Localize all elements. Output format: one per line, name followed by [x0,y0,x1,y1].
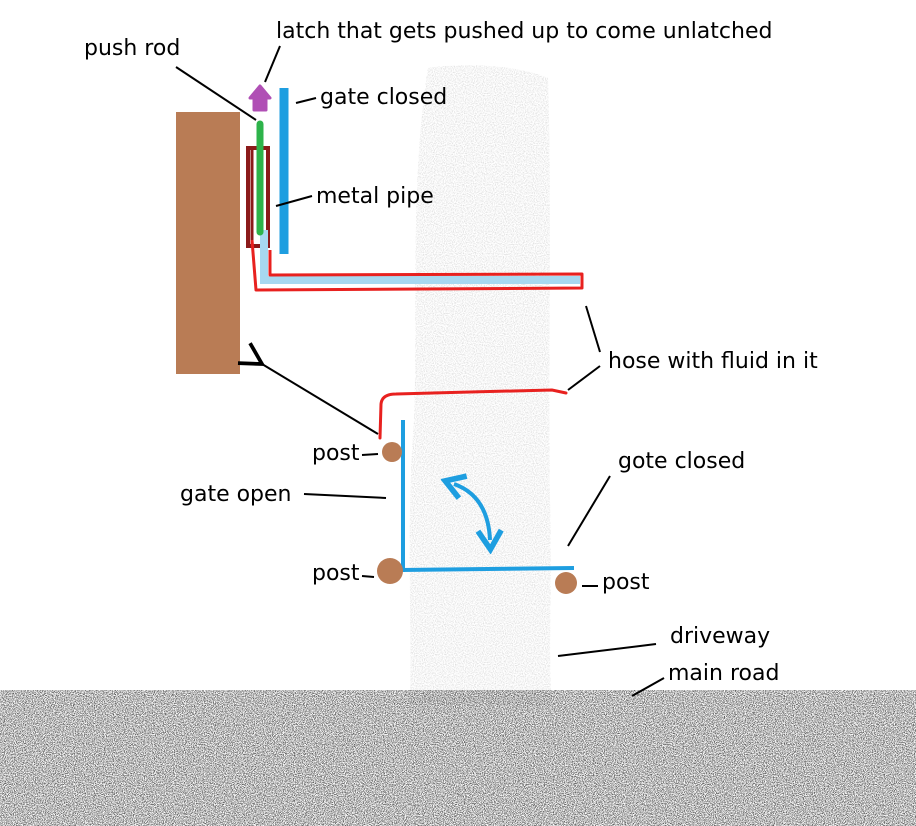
label-push-rod: push rod [84,36,180,61]
leader-main-road [631,677,665,697]
hose-lower [378,388,568,440]
label-gate-closed-top: gate closed [320,85,447,110]
leader-post-lower-left [361,575,375,578]
leader-lines [175,45,665,697]
leader-hose-upper [585,305,601,353]
leader-hose-lower [567,365,601,391]
leader-gate-open [303,493,387,499]
label-post-upper-left: post [312,441,360,466]
label-metal-pipe: metal pipe [316,184,434,209]
leader-post-upper-left [361,453,379,456]
main-road-surface [0,690,916,826]
leader-driveway [557,643,657,657]
label-gote-closed: gote closed [618,449,745,474]
label-hose: hose with fluid in it [608,349,818,374]
gate-closed-bar [400,566,575,572]
label-latch: latch that gets pushed up to come unlatc… [276,19,772,44]
label-main-road: main road [668,661,779,686]
swing-arrow-icon [454,484,490,540]
leader-wall-arrow [237,342,379,435]
hose-upper-outline [250,239,584,292]
hose-upper-fluid [260,230,580,284]
leader-latch [264,45,281,83]
label-post-lower-left: post [312,561,360,586]
post-lower-left [377,558,403,584]
driveway-surface [409,65,552,706]
wall-block [176,112,240,374]
label-post-lower-right: post [602,570,650,595]
leader-gote-closed [567,475,611,547]
label-driveway: driveway [670,624,770,649]
label-gate-open: gate open [180,482,292,507]
post-lower-right [555,572,577,594]
leader-push-rod [175,66,257,121]
leader-gate-closed-top [295,97,317,104]
latch-arrow-icon [248,84,272,112]
post-upper-left [382,442,402,462]
leader-metal-pipe [275,195,313,207]
